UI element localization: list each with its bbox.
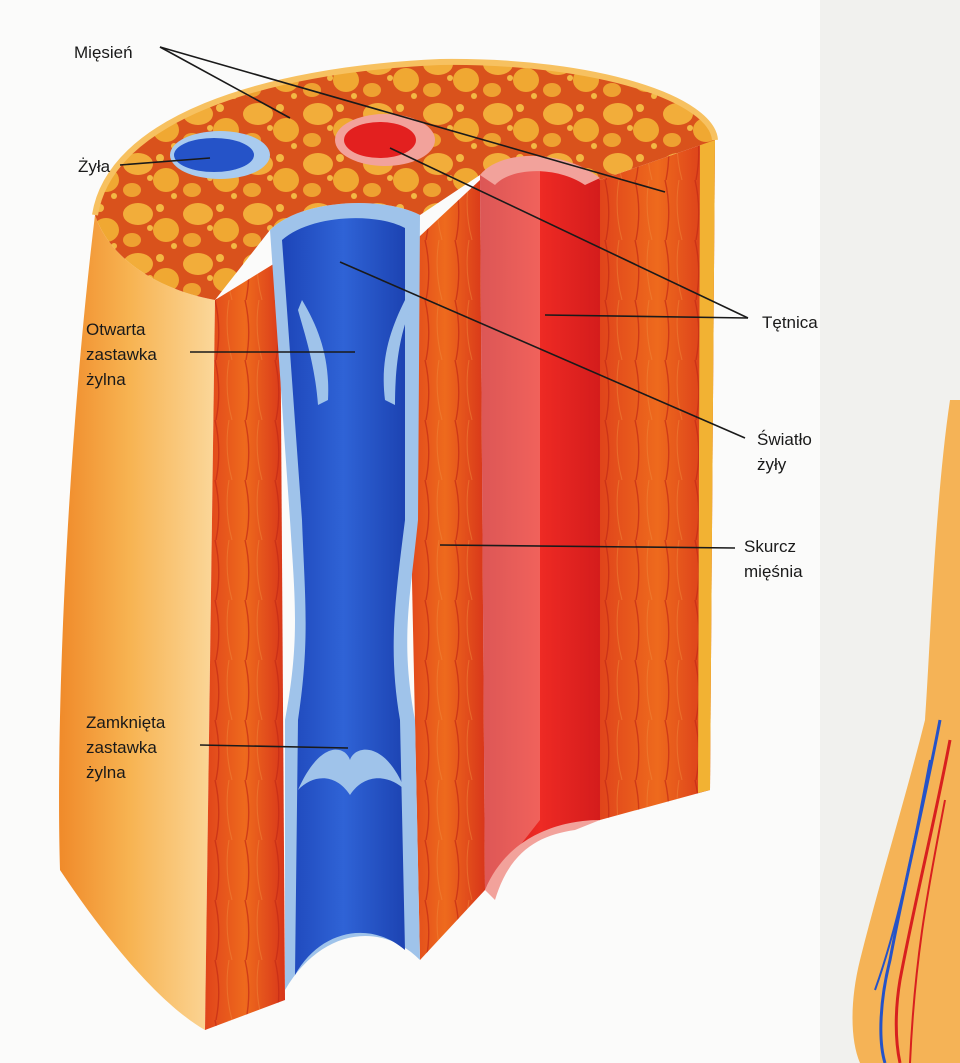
- label-zamknieta-line2: zastawka: [86, 738, 157, 757]
- closed-valve: [298, 749, 405, 795]
- label-zyla: Żyła: [78, 157, 111, 176]
- label-otwarta-line3: żylna: [86, 370, 126, 389]
- arm-fragment: [852, 400, 960, 1063]
- artery-column: [480, 158, 600, 891]
- label-swiatlo-line1: Światło: [757, 430, 812, 449]
- label-zamknieta-line1: Zamknięta: [86, 713, 166, 732]
- label-skurcz-line2: mięśnia: [744, 562, 803, 581]
- label-tetnica: Tętnica: [762, 313, 818, 332]
- artery-bottom-cut: [485, 820, 600, 900]
- label-otwarta-line2: zastawka: [86, 345, 157, 364]
- open-valve-flap-right: [383, 300, 410, 405]
- top-cross-section: [95, 61, 715, 300]
- label-zamknieta-line3: żylna: [86, 763, 126, 782]
- leader-lines: [119, 46, 749, 749]
- label-skurcz-line1: Skurcz: [744, 537, 796, 556]
- vein-lumen: [282, 218, 405, 975]
- skin-layer: [59, 215, 215, 1030]
- label-swiatlo-line2: żyły: [757, 455, 787, 474]
- label-miesien: Mięsień: [74, 43, 133, 62]
- label-otwarta-line1: Otwarta: [86, 320, 146, 339]
